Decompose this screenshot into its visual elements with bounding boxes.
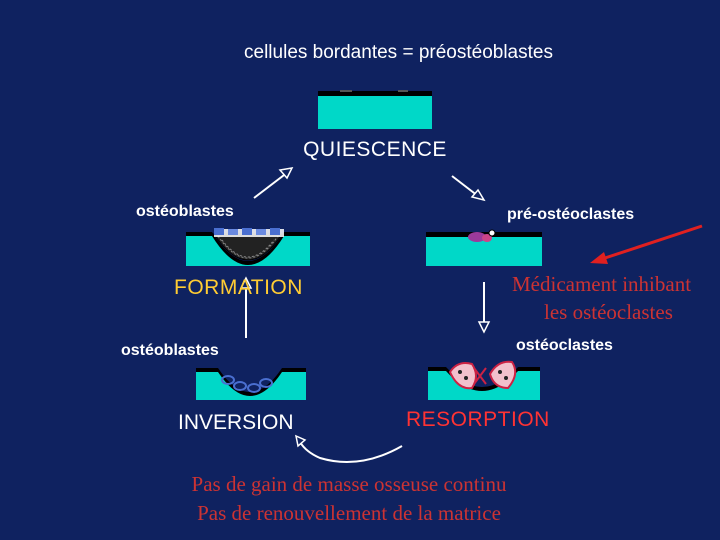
osteoblastes-top-label: ostéoblastes	[136, 203, 234, 220]
cycle-arrows	[239, 167, 491, 463]
resorption-bone-illustration	[428, 360, 540, 400]
state-resorption-label: RESORPTION	[406, 408, 550, 431]
quiescence-bone-illustration	[318, 90, 432, 129]
resorption-to-inversion-arrow	[294, 434, 403, 463]
pre-osteoclastes-label: pré-ostéoclastes	[507, 206, 635, 223]
inversion-to-formation-arrow	[239, 276, 253, 338]
osteoblastes-bottom-label: ostéoblastes	[121, 342, 219, 359]
footer-line-1: Pas de gain de masse osseuse continu	[191, 472, 507, 496]
drug-label-line-2: les ostéoclastes	[544, 300, 673, 324]
formation-to-quiescence-arrow	[253, 167, 294, 199]
footer-line-2: Pas de renouvellement de la matrice	[197, 501, 501, 525]
state-inversion-label: INVERSION	[178, 411, 294, 434]
state-quiescence-label: QUIESCENCE	[303, 138, 447, 161]
inversion-bone-illustration	[196, 368, 306, 400]
page-title: cellules bordantes = préostéoblastes	[244, 42, 553, 63]
drug-label-line-1: Médicament inhibant	[512, 272, 692, 296]
drug-inhibition-arrow	[590, 224, 703, 264]
osteoclastes-label: ostéoclastes	[516, 337, 613, 354]
pre-osteoclastes-to-osteoclastes-arrow	[477, 282, 491, 334]
formation-bone-illustration	[186, 228, 310, 266]
state-formation-label: FORMATION	[174, 276, 303, 299]
pre-osteoclastes-bone-illustration	[426, 229, 542, 266]
quiescence-to-pre-osteoclastes-arrow	[451, 175, 486, 202]
